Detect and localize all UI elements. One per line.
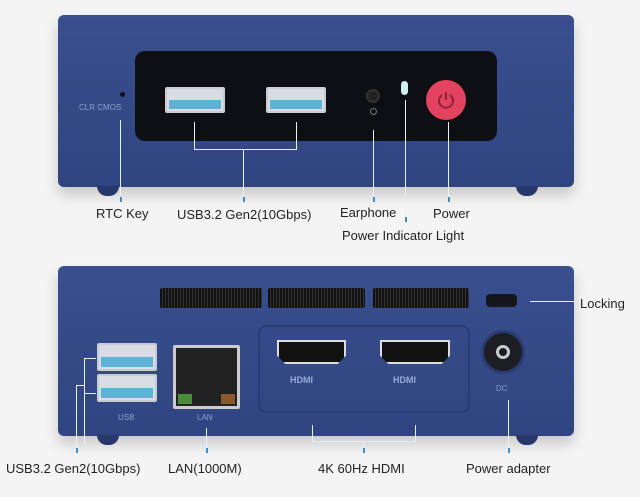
device-foot bbox=[97, 435, 119, 445]
leader-line bbox=[84, 358, 85, 394]
earphone-jack bbox=[366, 89, 380, 103]
usb-port bbox=[97, 343, 157, 371]
power-icon bbox=[438, 92, 454, 109]
vent bbox=[373, 288, 469, 308]
leader-tick bbox=[508, 448, 510, 453]
usb-port bbox=[266, 87, 326, 113]
lan-port bbox=[173, 345, 240, 409]
leader-line bbox=[296, 122, 297, 150]
power-button bbox=[426, 80, 466, 120]
vent bbox=[268, 288, 365, 308]
leader-line bbox=[508, 400, 509, 448]
leader-tick bbox=[363, 448, 365, 453]
lan-led-green bbox=[178, 394, 192, 404]
leader-line bbox=[312, 425, 313, 442]
lan-port-text: LAN bbox=[197, 413, 213, 422]
device-foot bbox=[516, 435, 538, 445]
leader-line bbox=[84, 385, 85, 445]
leader-tick bbox=[76, 448, 78, 453]
label-lan: LAN(1000M) bbox=[168, 461, 242, 476]
leader-line bbox=[84, 393, 96, 394]
leader-line bbox=[194, 122, 195, 150]
label-hdmi: 4K 60Hz HDMI bbox=[318, 461, 405, 476]
lock-slot bbox=[486, 294, 517, 307]
leader-line bbox=[243, 149, 244, 197]
label-rear-usb: USB3.2 Gen2(10Gbps) bbox=[6, 461, 141, 476]
leader-line bbox=[312, 441, 416, 442]
label-power-indicator: Power Indicator Light bbox=[342, 228, 465, 243]
leader-line bbox=[448, 122, 449, 197]
vent bbox=[160, 288, 262, 308]
power-indicator-led bbox=[401, 81, 408, 95]
hdmi-port bbox=[277, 340, 346, 364]
leader-line bbox=[530, 301, 576, 302]
label-power: Power bbox=[433, 206, 470, 221]
usb-port-text: USB bbox=[118, 413, 135, 422]
rtc-pinhole bbox=[120, 92, 125, 97]
label-front-usb: USB3.2 Gen2(10Gbps) bbox=[177, 207, 312, 222]
leader-line bbox=[84, 358, 96, 359]
leader-tick bbox=[120, 197, 122, 202]
device-foot bbox=[97, 186, 119, 196]
dc-jack bbox=[481, 330, 525, 374]
leader-line bbox=[194, 149, 297, 150]
clr-cmos-text: CLR CMOS bbox=[79, 103, 122, 112]
leader-tick bbox=[373, 197, 375, 202]
label-power-adapter: Power adapter bbox=[466, 461, 551, 476]
leader-line bbox=[415, 425, 416, 442]
usb-port bbox=[97, 374, 157, 402]
label-earphone: Earphone bbox=[340, 205, 397, 220]
leader-line bbox=[120, 120, 121, 195]
dc-pin bbox=[496, 345, 510, 359]
leader-tick bbox=[405, 217, 407, 222]
leader-tick bbox=[448, 197, 450, 202]
lan-led-orange bbox=[221, 394, 235, 404]
hdmi-logo-text: HDMI bbox=[290, 375, 313, 385]
headphone-icon bbox=[370, 108, 377, 115]
leader-line bbox=[373, 130, 374, 197]
leader-tick bbox=[206, 448, 208, 453]
hdmi-recess bbox=[258, 325, 470, 413]
leader-line bbox=[363, 441, 364, 449]
leader-line bbox=[405, 100, 406, 220]
usb-port bbox=[165, 87, 225, 113]
device-foot bbox=[516, 186, 538, 196]
label-locking: Locking bbox=[580, 296, 625, 311]
leader-line bbox=[76, 385, 85, 386]
dc-text: DC bbox=[496, 384, 508, 393]
leader-tick bbox=[243, 197, 245, 202]
leader-line bbox=[76, 385, 77, 450]
leader-line bbox=[206, 428, 207, 448]
hdmi-port bbox=[380, 340, 450, 364]
hdmi-logo-text: HDMI bbox=[393, 375, 416, 385]
label-rtc-key: RTC Key bbox=[96, 206, 149, 221]
